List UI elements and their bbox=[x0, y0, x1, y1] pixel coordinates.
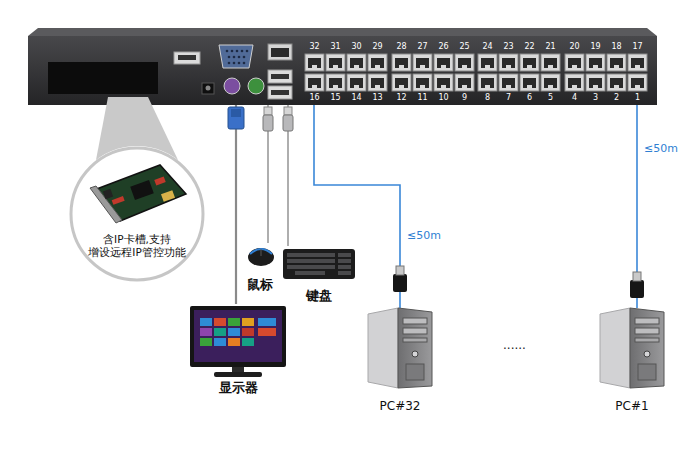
network-port-opening bbox=[271, 48, 289, 57]
port-number: 30 bbox=[351, 42, 361, 51]
pc-computer: PC#32 bbox=[364, 308, 436, 414]
usb-port-opening bbox=[178, 55, 196, 60]
usb-port bbox=[268, 70, 292, 83]
cable-dongle bbox=[393, 266, 407, 292]
port-number: 28 bbox=[396, 42, 406, 51]
port-number: 22 bbox=[524, 42, 534, 51]
keyboard-picture bbox=[283, 249, 355, 279]
device-label: PC#32 bbox=[380, 399, 421, 414]
port-number: 1 bbox=[635, 93, 640, 102]
vga-port bbox=[219, 45, 253, 68]
kvm-switch-body bbox=[28, 28, 657, 105]
device-label: 鼠标 bbox=[247, 277, 273, 293]
kvm-switch: 3231302928272625242322212019181716151413… bbox=[28, 28, 657, 105]
usb-port bbox=[174, 52, 200, 64]
pc-tower bbox=[368, 308, 432, 388]
port-number: 24 bbox=[482, 42, 492, 51]
usb-port-opening bbox=[271, 90, 289, 95]
mouse-device: 鼠标 bbox=[240, 243, 280, 293]
pc-computer: PC#1 bbox=[596, 308, 668, 414]
port-number: 3 bbox=[593, 93, 598, 102]
port-number: 27 bbox=[417, 42, 427, 51]
ellipsis-label: ...... bbox=[503, 338, 526, 352]
callout-border bbox=[71, 148, 203, 280]
port-number: 21 bbox=[545, 42, 555, 51]
ip-card-slot bbox=[48, 62, 158, 94]
callout-circle: 含IP卡槽,支持 增设远程IP管控功能 bbox=[69, 146, 205, 282]
port-number: 20 bbox=[569, 42, 579, 51]
port-number: 2 bbox=[614, 93, 619, 102]
distance-label: ≤50m bbox=[643, 142, 679, 155]
port-number: 13 bbox=[372, 93, 382, 102]
usb-port-opening bbox=[271, 74, 289, 79]
pc-tower bbox=[600, 308, 664, 388]
rj45-port-row bbox=[305, 54, 647, 91]
port-number: 16 bbox=[309, 93, 319, 102]
port-number: 18 bbox=[611, 42, 621, 51]
ps2-mouse-port bbox=[248, 78, 264, 94]
port-number: 9 bbox=[462, 93, 467, 102]
port-number: 7 bbox=[506, 93, 511, 102]
power-jack bbox=[202, 83, 214, 94]
cable-dongle bbox=[630, 272, 644, 298]
port-number: 26 bbox=[438, 42, 448, 51]
device-label: 显示器 bbox=[219, 380, 258, 396]
port-number: 25 bbox=[459, 42, 469, 51]
callout-ground bbox=[70, 146, 204, 280]
port-number: 4 bbox=[572, 93, 577, 102]
port-number: 23 bbox=[503, 42, 513, 51]
kvm-top-bevel bbox=[28, 28, 657, 36]
monitor-picture bbox=[190, 306, 286, 377]
ip-card-picture bbox=[90, 165, 186, 223]
port-number: 11 bbox=[417, 93, 427, 102]
network-port bbox=[268, 44, 292, 60]
usb-port bbox=[268, 86, 292, 99]
port-number: 5 bbox=[548, 93, 553, 102]
mouse-picture bbox=[248, 248, 274, 266]
port-number: 29 bbox=[372, 42, 382, 51]
port-number: 17 bbox=[632, 42, 642, 51]
usb-plug bbox=[263, 107, 273, 131]
port-number: 10 bbox=[438, 93, 448, 102]
device-label: PC#1 bbox=[615, 399, 648, 414]
distance-label: ≤50m bbox=[406, 229, 442, 242]
cable-connector bbox=[235, 105, 237, 304]
power-jack-pin bbox=[206, 86, 211, 91]
port-number: 12 bbox=[396, 93, 406, 102]
port-number: 19 bbox=[590, 42, 600, 51]
usb-plug bbox=[283, 107, 293, 131]
port-number: 32 bbox=[309, 42, 319, 51]
port-number: 6 bbox=[527, 93, 532, 102]
vga-plug bbox=[228, 107, 244, 129]
kvm-front-panel bbox=[28, 36, 657, 105]
port-number: 8 bbox=[485, 93, 490, 102]
device-label: 键盘 bbox=[306, 288, 332, 304]
ps2-keyboard-port bbox=[224, 78, 240, 94]
port-number: 15 bbox=[330, 93, 340, 102]
port-number: 31 bbox=[330, 42, 340, 51]
port-number: 14 bbox=[351, 93, 361, 102]
keyboard-device: 键盘 bbox=[281, 246, 357, 304]
vga-pins bbox=[226, 50, 249, 65]
callout-outline bbox=[69, 146, 205, 282]
callout-text: 含IP卡槽,支持 增设远程IP管控功能 bbox=[77, 233, 197, 259]
monitor-device: 显示器 bbox=[186, 304, 290, 396]
